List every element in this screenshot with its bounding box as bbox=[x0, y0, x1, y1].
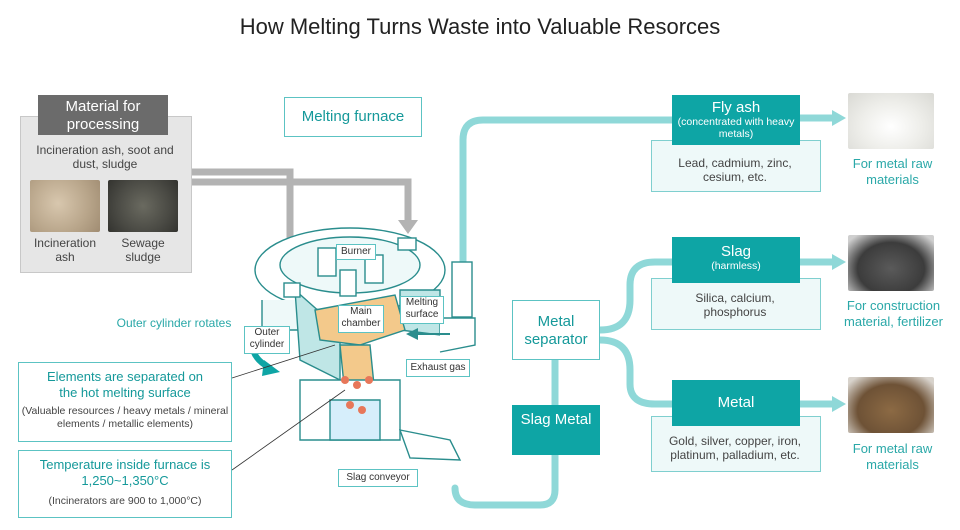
separation-note: Elements are separated on the hot meltin… bbox=[18, 362, 232, 442]
slag-conveyor-label: Slag conveyor bbox=[338, 469, 418, 487]
fly-ash-photo bbox=[848, 93, 934, 149]
metal-photo bbox=[848, 377, 934, 433]
metal-separator-text: Metal separator bbox=[524, 313, 588, 348]
fly-ash-contents-box bbox=[651, 140, 821, 192]
melting-surface-label: Melting surface bbox=[400, 296, 444, 324]
slag-metal-box: Slag Metal bbox=[512, 405, 600, 455]
slag-title: Slag bbox=[720, 243, 752, 260]
outer-rotates-label: Outer cylinder rotates bbox=[116, 316, 232, 330]
slag-contents-box bbox=[651, 278, 821, 330]
slag-metal-text: Slag Metal bbox=[520, 411, 592, 428]
rotation-arrowhead bbox=[262, 360, 280, 376]
metal-use: For metal raw materials bbox=[852, 441, 933, 472]
burner-label: Burner bbox=[336, 244, 376, 260]
melting-furnace-label: Melting furnace bbox=[284, 97, 422, 137]
teal-connectors bbox=[451, 114, 840, 509]
melting-furnace-text: Melting furnace bbox=[301, 108, 405, 125]
metal-separator-box: Metal separator bbox=[512, 300, 600, 360]
leader-lines bbox=[231, 344, 346, 471]
fly-ash-title: Fly ash bbox=[711, 99, 761, 116]
fly-ash-arrowhead bbox=[832, 110, 846, 126]
flame-icons bbox=[341, 376, 373, 414]
incineration-ash-photo bbox=[30, 180, 100, 232]
metal-header: Metal bbox=[672, 380, 800, 426]
slag-contents: Silica, calcium, phosphorus bbox=[695, 291, 775, 319]
fly-ash-subtitle: (concentrated with heavy metals) bbox=[677, 116, 795, 140]
incineration-ash-label: Incineration ash bbox=[33, 236, 97, 264]
exhaust-arrowhead bbox=[406, 328, 418, 340]
exhaust-gas-label: Exhaust gas bbox=[406, 359, 470, 377]
metal-title: Metal bbox=[717, 394, 755, 411]
temperature-note: Temperature inside furnace is 1,250~1,35… bbox=[18, 450, 232, 518]
fly-ash-contents: Lead, cadmium, zinc, cesium, etc. bbox=[678, 156, 792, 184]
separation-note-title: Elements are separated on the hot meltin… bbox=[46, 369, 204, 400]
slag-header: Slag (harmless) bbox=[672, 237, 800, 283]
sewage-sludge-photo bbox=[108, 180, 178, 232]
fly-ash-header: Fly ash (concentrated with heavy metals) bbox=[672, 95, 800, 145]
separation-note-detail: (Valuable resources / heavy metals / min… bbox=[21, 405, 229, 430]
material-heading-text: Material for processing bbox=[65, 98, 141, 133]
page-title: How Melting Turns Waste into Valuable Re… bbox=[239, 14, 721, 39]
slag-photo bbox=[848, 235, 934, 291]
slag-subtitle: (harmless) bbox=[711, 260, 761, 272]
material-heading: Material for processing bbox=[38, 95, 168, 135]
temperature-note-title: Temperature inside furnace is 1,250~1,35… bbox=[39, 457, 211, 488]
slag-arrowhead bbox=[832, 254, 846, 270]
sewage-sludge-label: Sewage sludge bbox=[121, 236, 165, 264]
fly-ash-use: For metal raw materials bbox=[852, 156, 933, 187]
main-chamber-label: Main chamber bbox=[338, 305, 384, 333]
slag-use: For construction material, fertilizer bbox=[844, 298, 943, 329]
outer-cylinder-label: Outer cylinder bbox=[244, 326, 290, 354]
material-sources: Incineration ash, soot and dust, sludge bbox=[36, 143, 174, 171]
temperature-note-detail: (Incinerators are 900 to 1,000°C) bbox=[48, 495, 202, 507]
metal-contents: Gold, silver, copper, iron, platinum, pa… bbox=[668, 434, 802, 462]
metal-arrowhead bbox=[832, 396, 846, 412]
feed-arrowhead-right bbox=[398, 220, 418, 234]
